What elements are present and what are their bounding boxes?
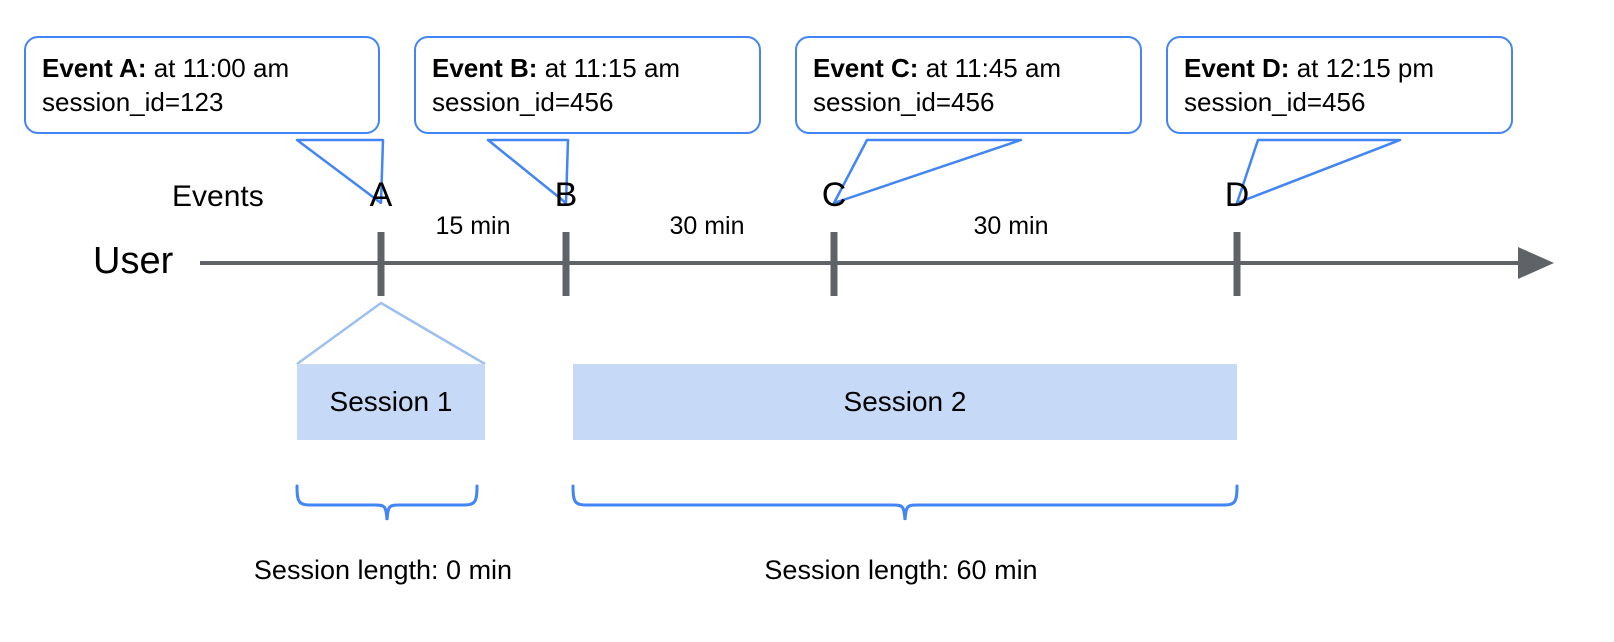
session-bar-1: Session 1 (297, 364, 485, 440)
event-letter-a: A (369, 176, 393, 214)
event-letter-d: D (1224, 176, 1250, 214)
session-length-caption-2: Session length: 60 min (764, 555, 1038, 585)
callout-event-a-line-1: Event A: at 11:00 am (42, 52, 362, 86)
session-bar-2-label: Session 2 (843, 386, 967, 417)
callout-event-d-title: Event D: (1184, 53, 1290, 83)
callout-event-b: Event B: at 11:15 am session_id=456 (414, 36, 761, 134)
callout-event-d: Event D: at 12:15 pm session_id=456 (1166, 36, 1513, 134)
callout-event-b-time: at 11:15 am (537, 53, 681, 83)
callout-event-a-title: Event A: (42, 53, 147, 83)
callout-event-d-time: at 12:15 pm (1289, 53, 1435, 83)
session2-brace (571, 484, 1239, 521)
session-bar-2: Session 2 (573, 364, 1237, 440)
event-letter-b: B (554, 176, 578, 214)
session-bar-1-label: Session 1 (329, 386, 453, 417)
callout-event-c-title: Event C: (813, 53, 919, 83)
gap-label-a-b: 15 min (435, 212, 511, 240)
callout-event-d-line-1: Event D: at 12:15 pm (1184, 52, 1495, 86)
callout-event-c-line-2: session_id=456 (813, 86, 995, 117)
session1-funnel (296, 301, 486, 366)
callout-event-a-time: at 11:00 am (146, 53, 290, 83)
callout-event-b-title: Event B: (432, 53, 538, 83)
gap-label-b-c: 30 min (669, 212, 745, 240)
callout-event-d-line-2: session_id=456 (1184, 86, 1366, 117)
row-label-events: Events (172, 180, 264, 213)
callout-event-b-line-1: Event B: at 11:15 am (432, 52, 743, 86)
callout-tail-d (1235, 138, 1402, 205)
callout-tail-c (832, 138, 1023, 205)
callout-event-c-line-1: Event C: at 11:45 am (813, 52, 1124, 86)
callout-event-c: Event C: at 11:45 am session_id=456 (795, 36, 1142, 134)
callout-event-a-line-2: session_id=123 (42, 86, 224, 117)
callout-event-c-time: at 11:45 am (918, 53, 1062, 83)
event-letter-c: C (821, 176, 847, 214)
gap-label-c-d: 30 min (973, 212, 1049, 240)
session-length-caption-1: Session length: 0 min (253, 555, 513, 585)
session1-brace (295, 484, 479, 521)
row-label-user: User (93, 240, 174, 282)
callout-event-a: Event A: at 11:00 am session_id=123 (24, 36, 380, 134)
callout-event-b-line-2: session_id=456 (432, 86, 614, 117)
